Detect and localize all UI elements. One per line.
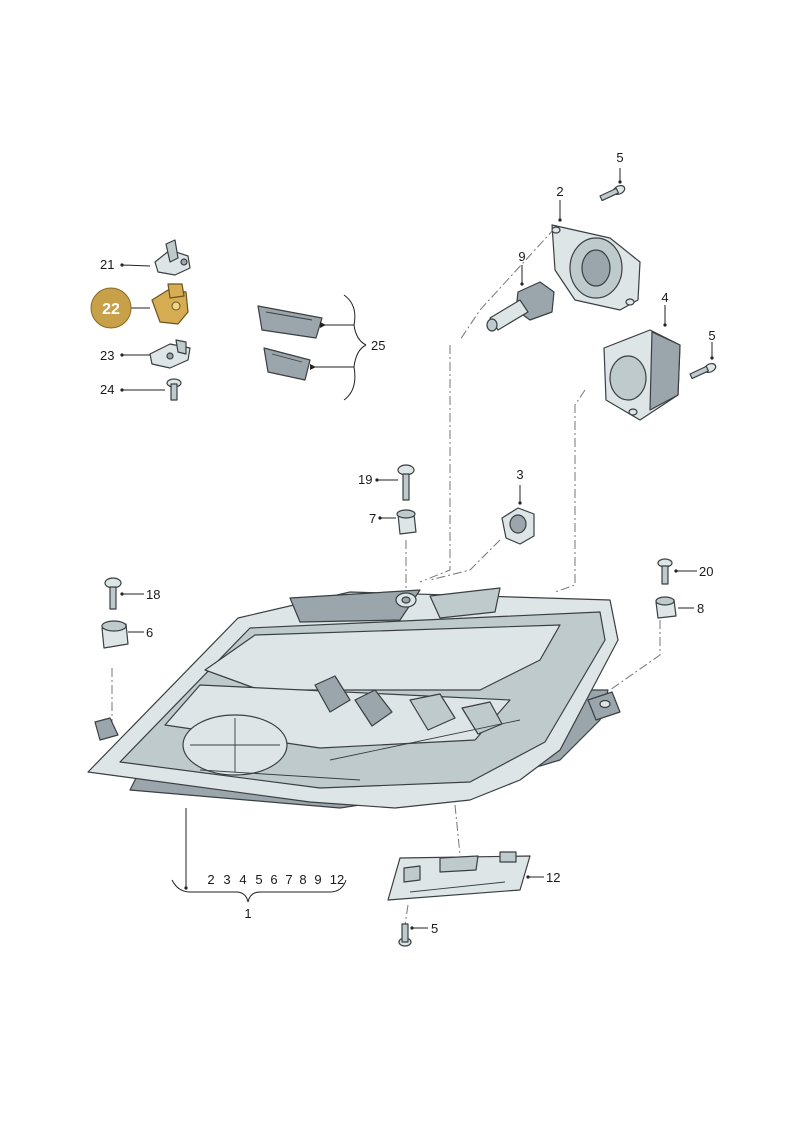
part-5-screw-right <box>689 362 717 380</box>
callout-1: 1 <box>244 906 251 921</box>
callout-18: 18 <box>146 587 160 602</box>
part-19-screw <box>397 464 415 501</box>
list-item-9: 9 <box>314 872 321 887</box>
list-item-2: 2 <box>207 872 214 887</box>
callout-12-plate: 12 <box>546 870 560 885</box>
callout-2: 2 <box>556 184 563 199</box>
list-item-5: 5 <box>255 872 262 887</box>
part-20-screw <box>657 558 673 585</box>
callout-22: 22 <box>102 301 120 318</box>
part-2-cover-ring <box>551 224 641 311</box>
bracket-part-list: 2 3 4 5 6 7 8 9 12 <box>207 872 344 887</box>
callout-7: 7 <box>369 511 376 526</box>
list-item-6: 6 <box>270 872 277 887</box>
arrowheads <box>120 180 714 930</box>
callout-22-badge[interactable]: 22 <box>90 287 132 329</box>
part-5-screw-bottom <box>398 923 412 947</box>
callout-4: 4 <box>661 290 668 305</box>
headlight-housing <box>87 587 621 809</box>
part-5-screw-top <box>599 184 626 202</box>
callout-9: 9 <box>518 249 525 264</box>
callout-3: 3 <box>516 467 523 482</box>
callout-19: 19 <box>358 472 372 487</box>
callout-6: 6 <box>146 625 153 640</box>
assembly-lines <box>111 227 661 926</box>
list-item-3: 3 <box>223 872 230 887</box>
list-item-8: 8 <box>299 872 306 887</box>
callout-5-bottom: 5 <box>431 921 438 936</box>
part-23-bracket <box>149 339 191 369</box>
part-6-nut <box>101 620 129 649</box>
callout-25: 25 <box>371 338 385 353</box>
part-8-nut <box>655 596 677 619</box>
callout-24: 24 <box>100 382 114 397</box>
leader-lines <box>121 168 713 929</box>
list-item-12: 12 <box>330 872 344 887</box>
part-3-socket <box>501 507 535 545</box>
part-24-screw <box>166 378 182 401</box>
part-9-bulb <box>486 281 555 332</box>
part-12-circuit-plate <box>387 851 531 901</box>
callout-20: 20 <box>699 564 713 579</box>
list-item-4: 4 <box>239 872 246 887</box>
part-21-bracket <box>154 239 191 276</box>
part-22-clip <box>151 283 189 325</box>
callout-21: 21 <box>100 257 114 272</box>
part-7-nut <box>396 509 417 535</box>
part-4-module <box>603 329 681 421</box>
part-25-lenses <box>257 305 323 381</box>
callout-8: 8 <box>697 601 704 616</box>
highlight-badge-circle <box>90 287 132 329</box>
callout-23: 23 <box>100 348 114 363</box>
callout-labels: 2 5 4 5 9 3 21 23 24 25 19 7 18 6 20 8 1… <box>100 150 716 936</box>
callout-5-top: 5 <box>616 150 623 165</box>
part-18-screw <box>104 577 122 610</box>
callout-5-right: 5 <box>708 328 715 343</box>
list-item-7: 7 <box>285 872 292 887</box>
